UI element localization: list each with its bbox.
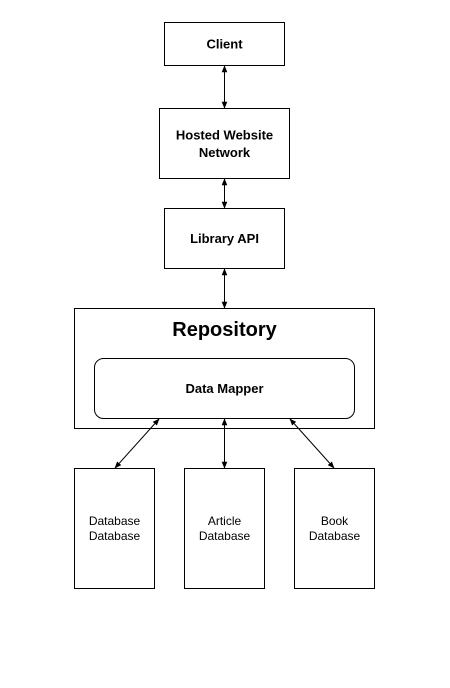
article-database-label-line1: Article	[208, 514, 242, 528]
mapper-database-arrow	[114, 418, 160, 469]
book-database-label-line1: Book	[321, 514, 349, 528]
client-label: Client	[206, 37, 243, 52]
hosted-website-label-line1: Hosted Website	[176, 128, 273, 143]
client-node: Client	[164, 22, 285, 66]
data-mapper-node: Data Mapper	[94, 358, 355, 419]
mapper-book-arrow	[289, 418, 335, 469]
data-mapper-label: Data Mapper	[185, 381, 263, 396]
article-database-label-line2: Database	[199, 529, 251, 543]
database-database-label-line1: Database	[89, 514, 141, 528]
hosted-website-label-line2: Network	[199, 145, 251, 160]
book-database-label-line2: Database	[309, 529, 361, 543]
repository-label: Repository	[172, 319, 277, 341]
article-database-node: Article Database	[184, 468, 265, 589]
database-database-node: Database Database	[74, 468, 155, 589]
database-database-label-line2: Database	[89, 529, 141, 543]
hosted-website-network-node: Hosted Website Network	[159, 108, 290, 179]
library-api-node: Library API	[164, 208, 285, 269]
library-api-label: Library API	[190, 231, 259, 246]
book-database-node: Book Database	[294, 468, 375, 589]
